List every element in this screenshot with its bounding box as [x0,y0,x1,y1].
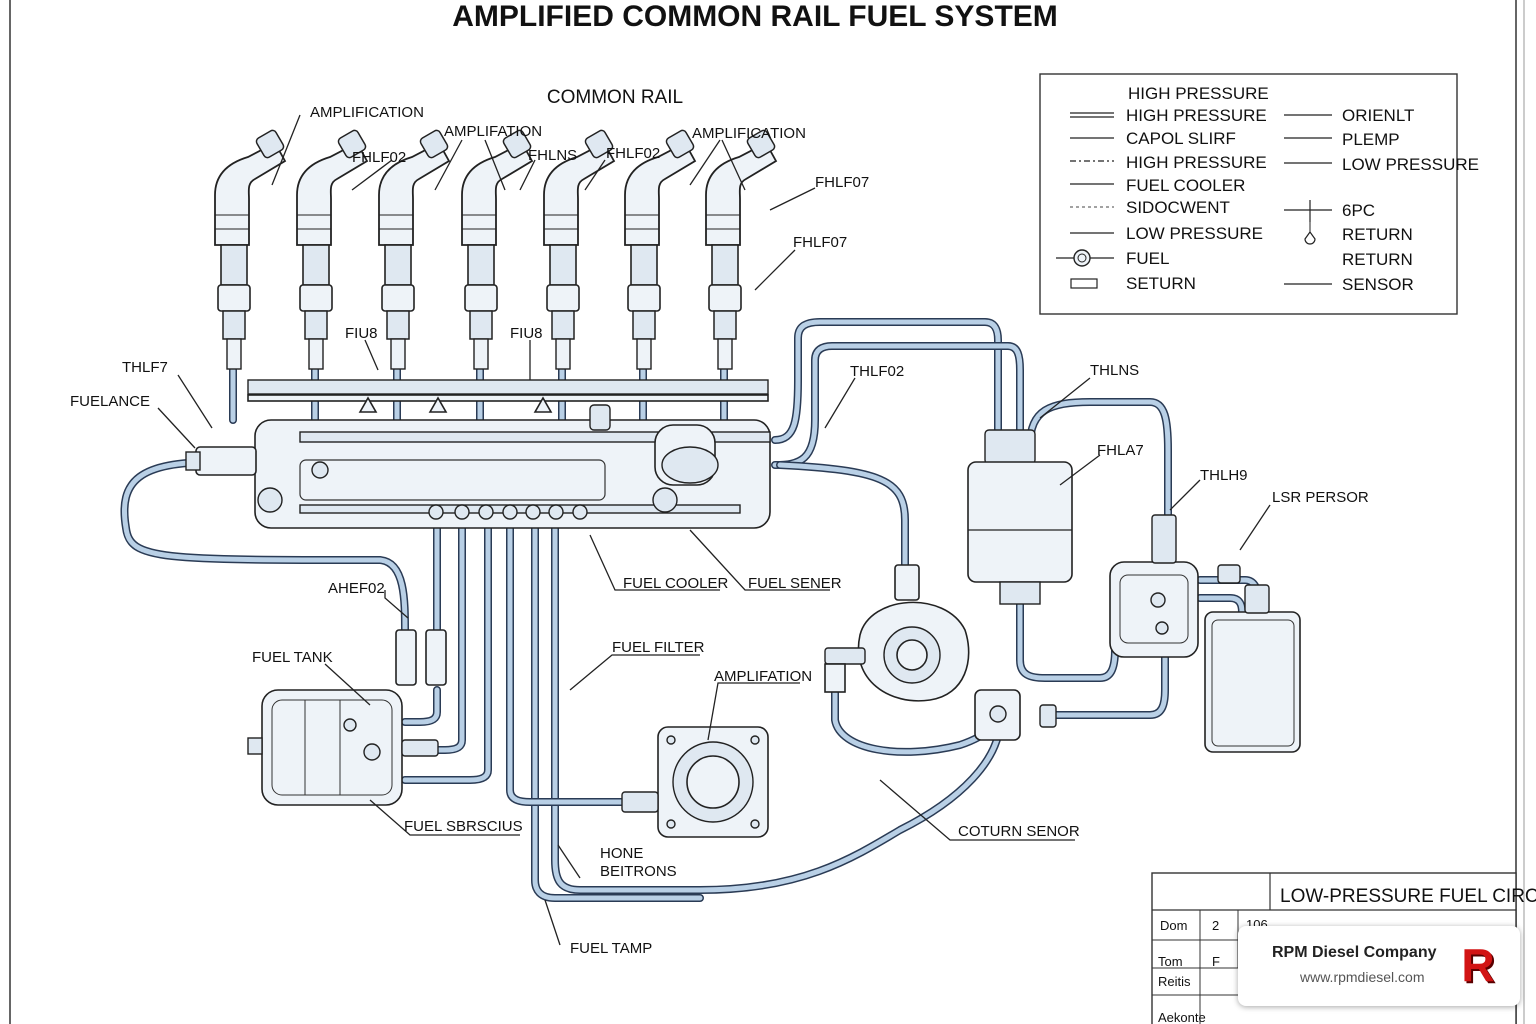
injector-6 [624,128,696,370]
title-block-heading: LOW-PRESSURE FUEL CIRCUIT [1280,886,1536,907]
label-fhlf02-b: FHLF02 [606,145,660,162]
label-ahef02: AHEF02 [328,580,385,597]
label-hone: HONE [600,845,643,862]
callout-labels: AMPLIFICATION FHLF02 AMPLIFATION FHLNS F… [70,104,1369,957]
rpm-logo-icon: R [1461,939,1495,991]
label-amplification-right: AMPLIFICATION [692,125,806,142]
injector-7 [705,128,777,370]
legend-left-5: SIDOCWENT [1126,198,1230,217]
diagram-title: AMPLIFIED COMMON RAIL FUEL SYSTEM [452,0,1058,33]
common-rail [185,379,771,529]
legend-left-3: HIGH PRESSURE [1126,153,1267,172]
tb-r2c2: F [1212,954,1220,969]
label-lsr-persor: LSR PERSOR [1272,489,1369,506]
label-thlf02: THLF02 [850,363,904,380]
legend-box [1039,73,1458,315]
legend-left-1: HIGH PRESSURE [1126,106,1267,125]
legend-right-2: PLEMP [1342,130,1400,149]
label-fuel-tank: FUEL TANK [252,649,333,666]
label-thlh9: THLH9 [1200,467,1248,484]
label-coturn-senor: COTURN SENOR [958,823,1080,840]
legend-right-6: RETURN [1342,250,1413,269]
tb-r2c1: Tom [1158,954,1183,969]
brand-url[interactable]: www.rpmdiesel.com [1300,969,1425,985]
legend-right-3: LOW PRESSURE [1342,155,1479,174]
legend-right-5: RETURN [1342,225,1413,244]
fuel-filter [967,429,1073,605]
common-rail-label: COMMON RAIL [547,87,683,108]
legend-left-6: LOW PRESSURE [1126,224,1263,243]
tb-r1c1: Dom [1160,918,1187,933]
fuel-lines [120,318,1262,902]
brand-card[interactable]: RPM Diesel Company www.rpmdiesel.com R [1238,926,1520,1006]
legend: HIGH PRESSURE HIGH PRESSURE CAPOL SLIRF … [1039,73,1479,315]
injector-5 [543,128,615,370]
label-fuel-tamp: FUEL TAMP [570,940,652,957]
sheet-border [9,0,1517,1024]
amplification-unit [621,726,769,838]
leader-lines [157,114,1271,946]
label-fhlf02-a: FHLF02 [352,149,406,166]
legend-left-4: FUEL COOLER [1126,176,1245,195]
pressure-sensor-unit [1109,514,1301,753]
label-fhlf07-a: FHLF07 [815,174,869,191]
label-fiu8-a: FIU8 [345,325,378,342]
tb-r1c2: 2 [1212,918,1219,933]
legend-left-2: CAPOL SLIRF [1126,129,1236,148]
label-fuel-filter: FUEL FILTER [612,639,705,656]
tb-r3c1: Reitis [1158,974,1191,989]
legend-right-7: SENSOR [1342,275,1414,294]
legend-right-1: ORIENLT [1342,106,1414,125]
label-amplifation-mid: AMPLIFATION [444,123,542,140]
fuel-tank [247,629,447,806]
label-fhla7: FHLA7 [1097,442,1144,459]
legend-left-8: SETURN [1126,274,1196,293]
tb-r4c1: Aekonte [1158,1010,1206,1024]
injector-1 [214,128,286,370]
fuel-pump [824,564,1057,741]
legend-heading: HIGH PRESSURE [1128,84,1269,103]
label-amplifation-2: AMPLIFATION [714,668,812,685]
label-beitrons: BEITRONS [600,863,677,880]
label-fuel-sbrscius: FUEL SBRSCIUS [404,818,523,835]
legend-left-7: FUEL [1126,249,1169,268]
label-fhlf07-b: FHLF07 [793,234,847,251]
label-fuel-sener: FUEL SENER [748,575,842,592]
label-amplification-left: AMPLIFICATION [310,104,424,121]
label-fuelance: FUELANCE [70,393,150,410]
brand-name: RPM Diesel Company [1272,944,1437,961]
label-thlns: THLNS [1090,362,1139,379]
label-thlf7: THLF7 [122,359,168,376]
label-fhlns-a: FHLNS [528,147,577,164]
label-fiu8-b: FIU8 [510,325,543,342]
label-fuel-cooler: FUEL COOLER [623,575,728,592]
legend-right-4: 6PC [1342,201,1375,220]
